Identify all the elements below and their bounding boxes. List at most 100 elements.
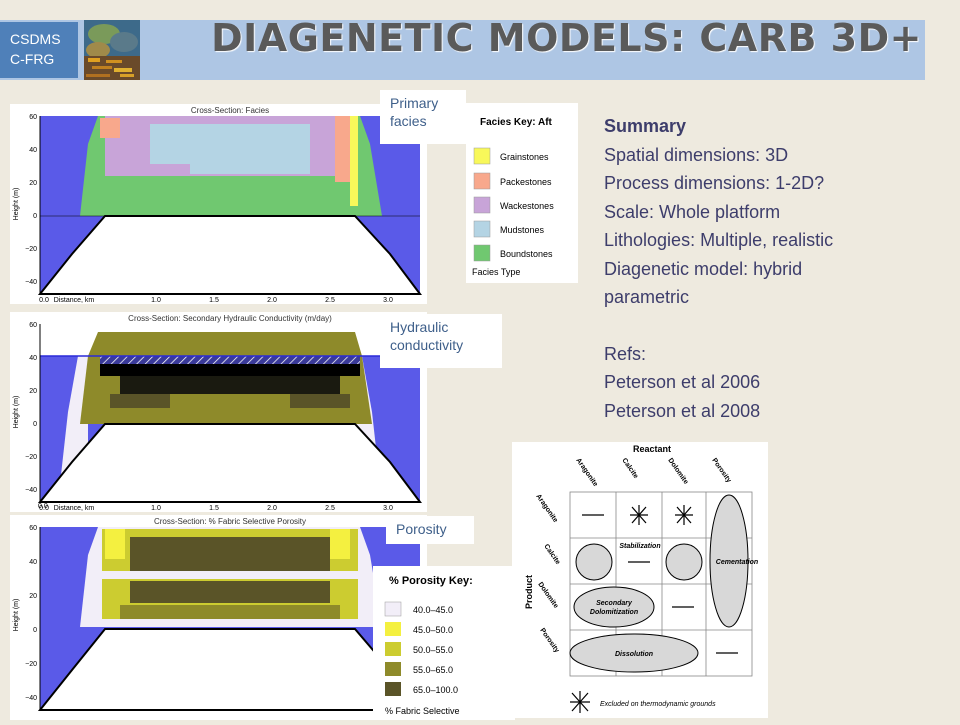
slide-title: DIAGENETIC MODELS: CARB 3D+ [211, 16, 922, 60]
boundstones-label: Boundstones [500, 249, 553, 259]
packestones-label: Packestones [500, 177, 552, 187]
mudstones-swatch [473, 220, 491, 238]
x-tick-0: 0.0 [38, 503, 48, 510]
y-tick-neg40: −40 [25, 487, 37, 494]
y-axis-label: Height (m) [13, 599, 20, 632]
y-tick-40: 40 [29, 355, 37, 362]
porosity-key: % Porosity Key: 40.0–45.0 45.0–50.0 50.0… [373, 566, 515, 720]
y-tick-neg20: −20 [25, 246, 37, 253]
reactant-product-matrix: Reactant Aragonite Calcite Dolomite Poro… [512, 442, 768, 718]
facies-key-title: Facies Key: Aft [480, 117, 553, 128]
x-tick-3: 3.0 [383, 505, 393, 512]
y-tick-60: 60 [29, 322, 37, 329]
stabilization-circle-left [575, 543, 613, 581]
grainstones-swatch [473, 147, 491, 165]
y-axis-label: Height (m) [13, 188, 20, 221]
porosity-key-title: % Porosity Key: [389, 575, 473, 587]
facies-key: Facies Key: Aft Grainstones Packestones … [466, 103, 578, 283]
reactant-label: Reactant [633, 444, 671, 454]
tag-line-1: Primary [390, 95, 439, 111]
wackestones-swatch [473, 196, 491, 214]
cementation-label: Cementation [716, 559, 758, 566]
porosity-key-footer: % Fabric Selective [385, 706, 460, 716]
porosity-range-3: 50.0–55.0 [413, 645, 453, 655]
x-tick-2-5: 2.5 [325, 505, 335, 512]
y-tick-20: 20 [29, 180, 37, 187]
y-tick-0: 0 [33, 213, 37, 220]
y-tick-0: 0 [33, 421, 37, 428]
porosity-swatch-1 [384, 601, 402, 617]
cementation-ellipse [709, 494, 749, 628]
secondary-label: Secondary [596, 600, 633, 607]
summary-heading: Summary [604, 116, 687, 136]
stabilization-circle-right [665, 543, 703, 581]
dissolution-ellipse [569, 633, 699, 673]
x-tick-0: 0.0 [39, 505, 49, 512]
x-tick-2-5: 2.5 [325, 297, 335, 304]
y-tick-0: 0 [33, 627, 37, 634]
porosity-range-1: 40.0–45.0 [413, 605, 453, 615]
porosity-range-5: 65.0–100.0 [413, 685, 458, 695]
dolomitization-label: Dolomitization [590, 609, 638, 616]
porosity-cross-section: Cross-Section: % Fabric Selective Porosi… [10, 515, 427, 720]
summary-line: Process dimensions: 1-2D? [604, 173, 825, 193]
summary-line: parametric [604, 287, 690, 307]
x-axis-label: Distance, km [54, 297, 95, 304]
boundstones-swatch [473, 244, 491, 262]
hydraulic-chart-title: Cross-Section: Secondary Hydraulic Condu… [128, 314, 332, 323]
summary-line: Lithologies: Multiple, realistic [604, 230, 834, 250]
y-tick-neg20: −20 [25, 661, 37, 668]
csdms-badge: CSDMS C-FRG [0, 22, 78, 78]
x-tick-3: 3.0 [383, 297, 393, 304]
reference: Peterson et al 2006 [604, 372, 761, 392]
x-tick-1: 1.0 [151, 505, 161, 512]
x-tick-1-5: 1.5 [209, 505, 219, 512]
hydraulic-cross-section: Cross-Section: Secondary Hydraulic Condu… [10, 312, 427, 512]
title-banner [0, 20, 925, 80]
y-tick-40: 40 [29, 559, 37, 566]
hydraulic-conductivity-tag: Hydraulic conductivity [380, 314, 502, 368]
porosity-range-4: 55.0–65.0 [413, 665, 453, 675]
y-tick-20: 20 [29, 388, 37, 395]
tag-line-1: Porosity [396, 521, 447, 537]
summary-line: Diagenetic model: hybrid [604, 258, 803, 279]
badge-line-2: C-FRG [10, 51, 55, 67]
summary-block: Summary Spatial dimensions: 3D Process d… [604, 112, 934, 425]
x-tick-2: 2.0 [267, 297, 277, 304]
product-label: Product [524, 575, 534, 609]
wackestones-label: Wackestones [500, 201, 554, 211]
stabilization-label: Stabilization [619, 543, 660, 550]
porosity-tag: Porosity [386, 516, 474, 544]
facies-cross-section: Cross-Section: Facies 60 40 20 0 −20 −40… [10, 104, 427, 304]
x-tick-2: 2.0 [267, 505, 277, 512]
refs-label: Refs: [604, 343, 647, 364]
tag-line-2: conductivity [390, 337, 464, 353]
excluded-asterisk-icon [570, 691, 590, 713]
y-tick-60: 60 [29, 525, 37, 532]
excluded-note: Excluded on thermodynamic grounds [600, 701, 716, 708]
packestones-swatch [473, 172, 491, 190]
y-tick-neg40: −40 [25, 279, 37, 286]
reef-logo-image [84, 20, 140, 80]
porosity-swatch-3 [385, 642, 401, 656]
porosity-chart-title: Cross-Section: % Fabric Selective Porosi… [154, 517, 306, 526]
facies-chart-title: Cross-Section: Facies [191, 106, 269, 115]
x-axis-label: Distance, km [54, 505, 95, 512]
x-tick-0: 0.0 [39, 297, 49, 304]
y-axis-label: Height (m) [13, 396, 20, 429]
x-tick-1: 1.0 [151, 297, 161, 304]
summary-line: Spatial dimensions: 3D [604, 144, 789, 165]
mudstones-label: Mudstones [500, 225, 545, 235]
x-tick-1-5: 1.5 [209, 297, 219, 304]
porosity-range-2: 45.0–50.0 [413, 625, 453, 635]
dissolution-label: Dissolution [615, 651, 653, 658]
facies-key-footer: Facies Type [472, 267, 520, 277]
reference: Peterson et al 2008 [604, 400, 761, 421]
grainstones-label: Grainstones [500, 152, 549, 162]
porosity-swatch-2 [385, 622, 401, 636]
y-tick-40: 40 [29, 147, 37, 154]
summary-line: Scale: Whole platform [604, 201, 781, 222]
porosity-swatch-4 [385, 662, 401, 676]
tag-line-2: facies [390, 113, 427, 129]
y-tick-60: 60 [29, 114, 37, 121]
